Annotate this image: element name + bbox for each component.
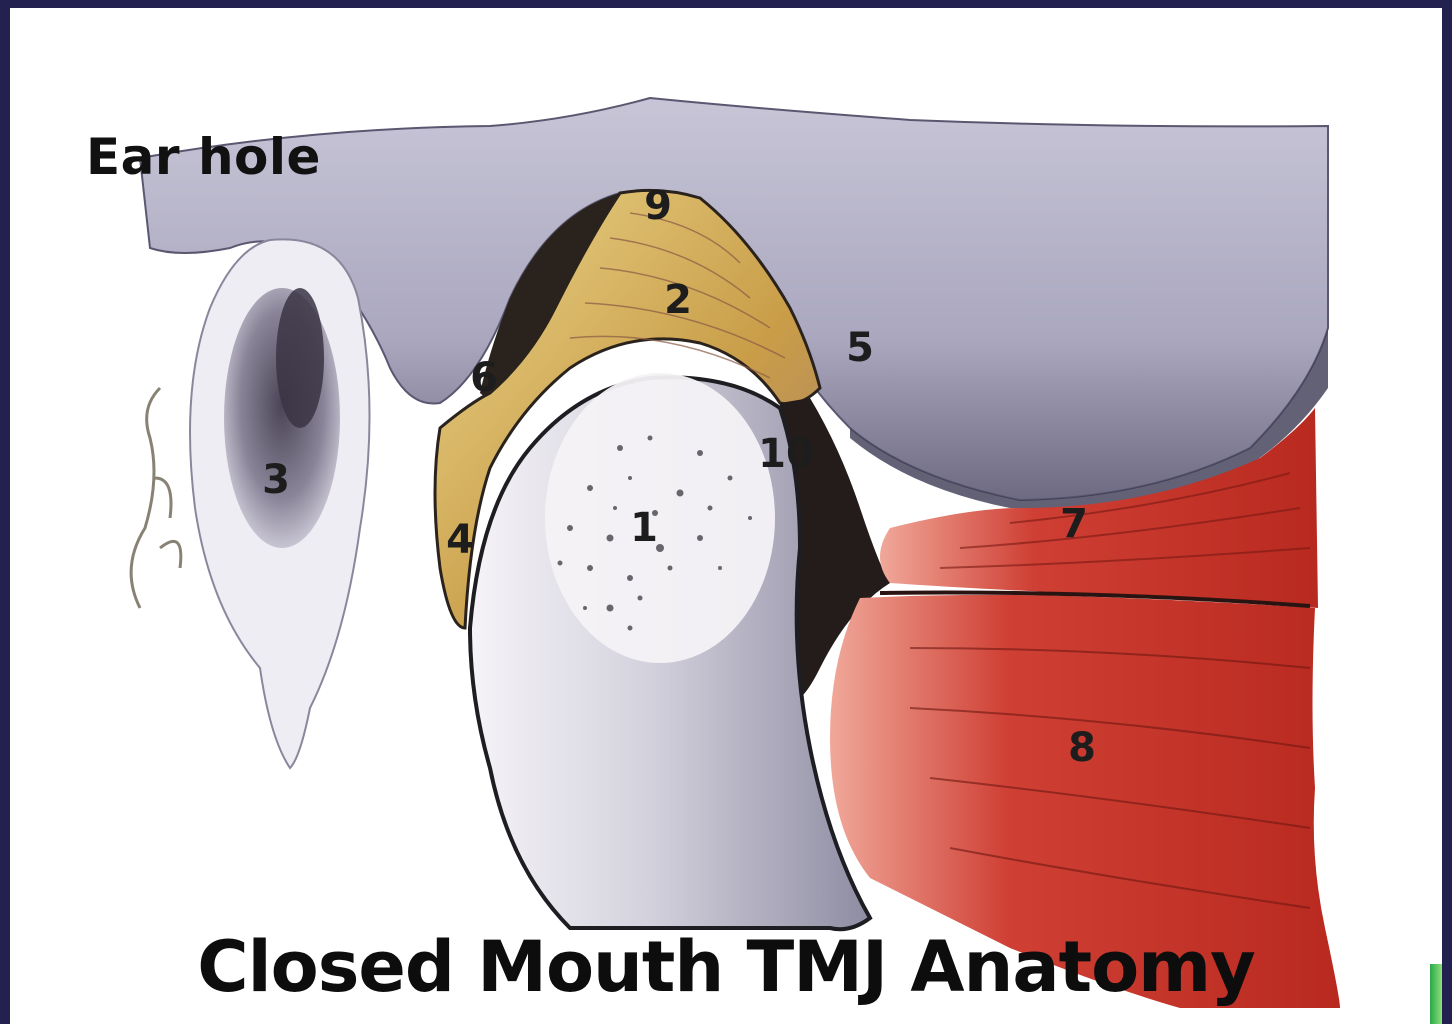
mandibular-condyle [545,373,775,663]
marker-5: 5 [846,328,874,368]
corner-accent [1430,964,1442,1024]
ear-hole-label: Ear hole [86,132,321,182]
illustration-frame: Ear hole 1 2 3 4 5 6 7 8 9 10 Closed Mou… [10,8,1442,1024]
marker-3: 3 [262,460,290,500]
artist-signature [131,388,181,608]
marker-4: 4 [446,520,474,560]
marker-2: 2 [664,280,692,320]
marker-1: 1 [630,508,658,548]
marker-9: 9 [644,186,672,226]
marker-10: 10 [758,434,814,474]
marker-7: 7 [1060,504,1088,544]
marker-6: 6 [470,358,498,398]
marker-8: 8 [1068,728,1096,768]
diagram-title: Closed Mouth TMJ Anatomy [10,932,1442,1002]
